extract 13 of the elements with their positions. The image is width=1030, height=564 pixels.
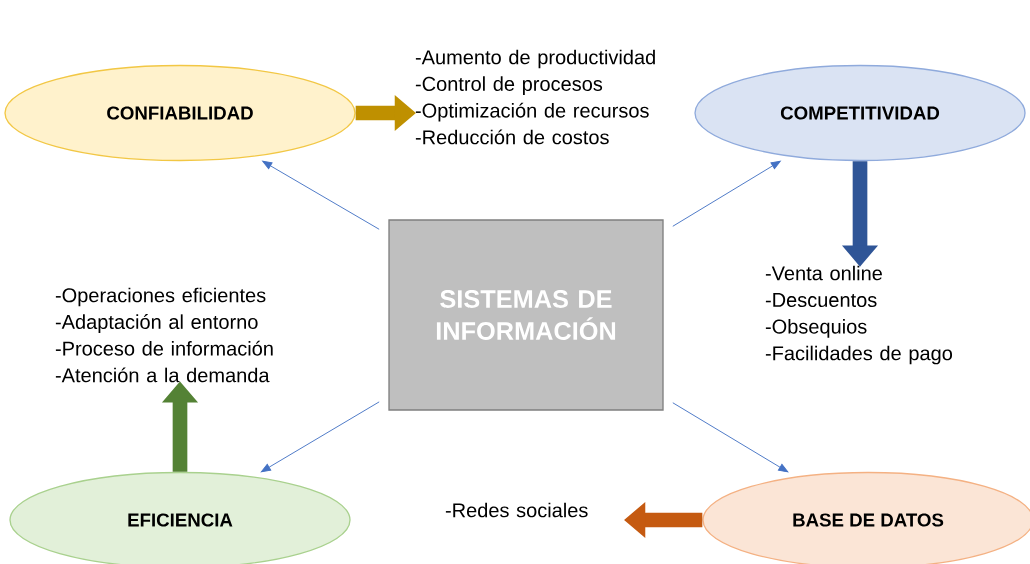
ellipse-node: COMPETITIVIDAD [694, 64, 1026, 162]
ellipse-node: BASE DE DATOS [702, 471, 1030, 564]
process-box: SISTEMAS DE INFORMACIÓN [388, 219, 664, 411]
ellipse-node: EFICIENCIA [9, 471, 351, 564]
bullet-list: -Operaciones eficientes -Adaptación al entorno -Proceso de información -Atención a la demanda [55, 287, 273, 383]
arrow [260, 401, 380, 473]
bullet-list: -Venta online -Descuentos -Obsequios -Facilidades de pago [765, 265, 952, 365]
arrow [262, 160, 380, 230]
bullet-list: -Aumento de productividad -Control de procesos -Optimización de recursos -Reducción de costos [415, 49, 655, 145]
arrow [672, 160, 781, 227]
bullet-list: -Redes sociales [445, 502, 588, 518]
ellipse-node: CONFIABILIDAD [4, 64, 356, 162]
arrow [672, 402, 789, 473]
